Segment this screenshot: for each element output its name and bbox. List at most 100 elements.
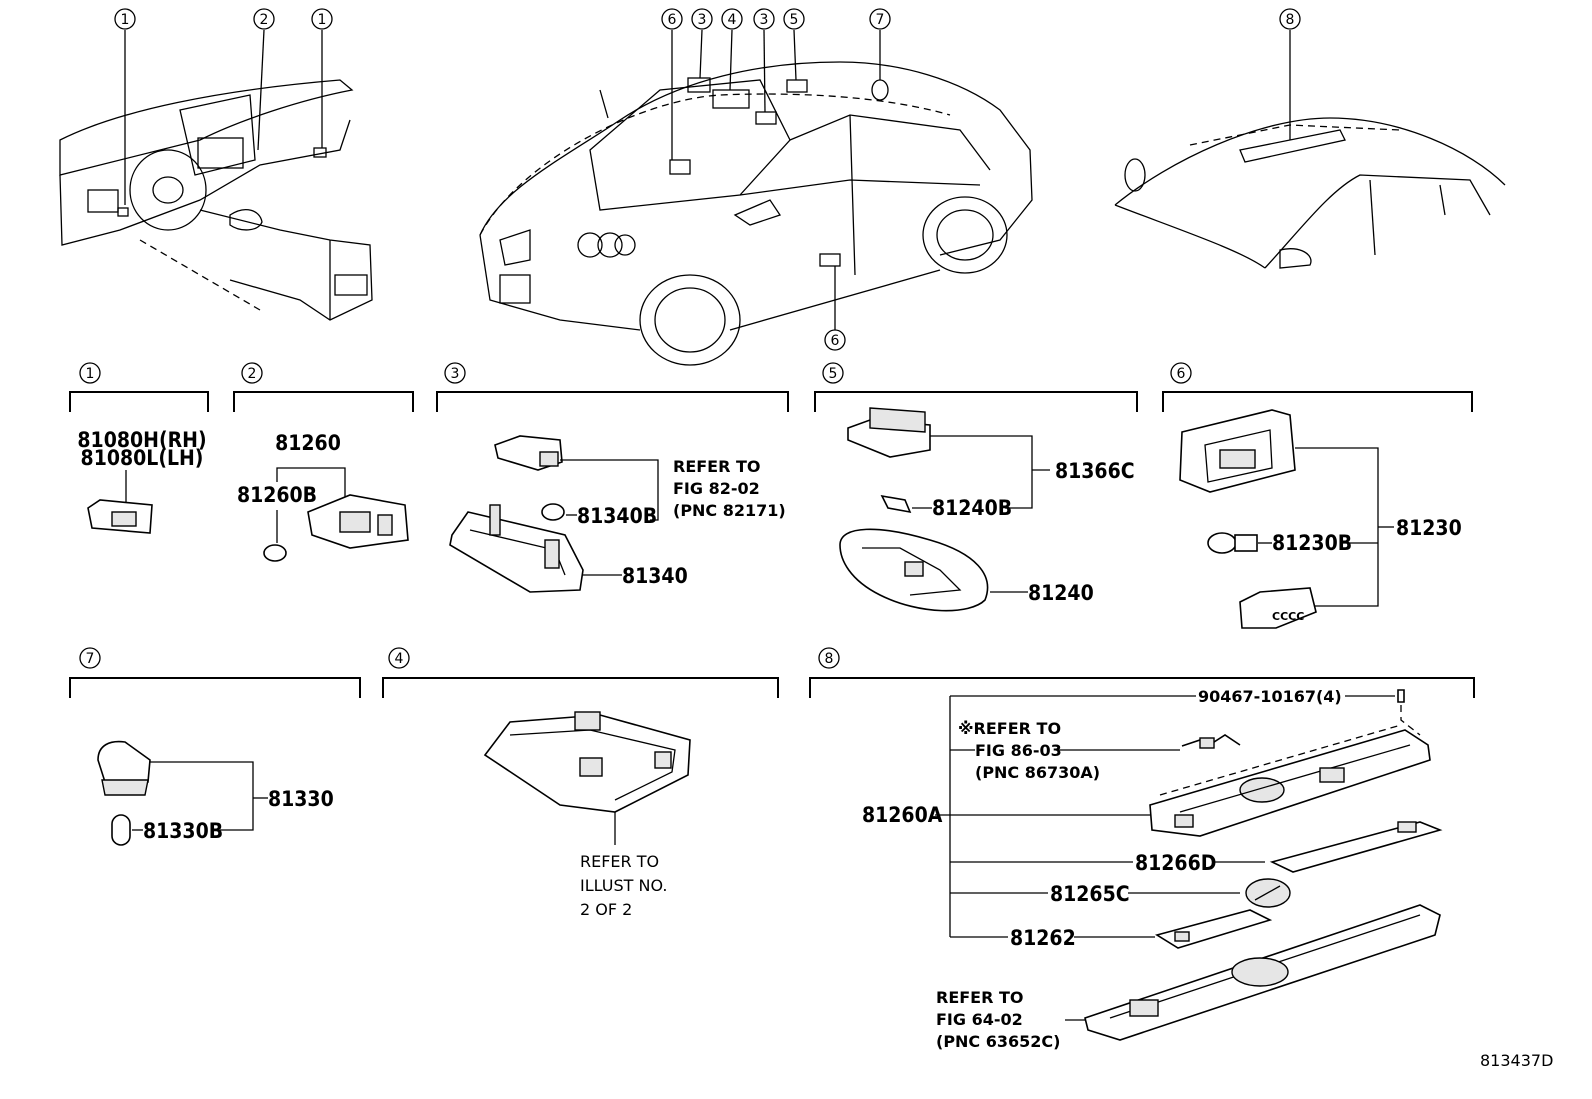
wire-harness-part: [1181, 734, 1241, 749]
lamp-housing-81240-part: [839, 528, 989, 612]
svg-text:FIG 64-02: FIG 64-02: [936, 1010, 1023, 1029]
roof-lamp-assy-81260A-part: [1149, 724, 1431, 837]
top-callouts: 1 2 1 6 3 4 3 5: [114, 8, 1301, 351]
section-5: 5 81366C 81240B 81240: [814, 362, 1138, 612]
section-2: 2 81260 81260B: [233, 362, 414, 562]
callout-5-top: 5: [783, 8, 805, 30]
section-5-bracket: [814, 391, 1138, 412]
part-81240: 81240: [1028, 581, 1094, 605]
section-5-callout: 5: [822, 362, 844, 384]
section-7: 7 81330 81330B: [69, 647, 361, 846]
svg-text:※REFER TO: ※REFER TO: [958, 719, 1061, 738]
svg-text:3: 3: [451, 366, 460, 382]
svg-text:REFER TO: REFER TO: [936, 988, 1024, 1007]
svg-text:REFER TO: REFER TO: [580, 852, 659, 871]
section-8-callout: 8: [818, 647, 840, 669]
section-7-bracket: [69, 677, 361, 698]
callout-6-door: 6: [824, 329, 846, 351]
section-1-callout: 1: [79, 362, 101, 384]
section-3: 3 81340B 81340 REFER TO FIG 82-02 (PNC 8…: [436, 362, 789, 593]
section-2-bracket: [233, 391, 414, 412]
callout-3-top-left: 3: [691, 8, 713, 30]
part-81240B: 81240B: [932, 496, 1012, 520]
svg-text:1: 1: [121, 12, 130, 28]
part-81260A: 81260A: [862, 803, 943, 827]
svg-text:6: 6: [1177, 366, 1186, 382]
section-7-callout: 7: [79, 647, 101, 669]
section-2-callout: 2: [241, 362, 263, 384]
refer-fig-86-03: ※REFER TO FIG 86-03 (PNC 86730A): [958, 719, 1100, 782]
svg-text:ILLUST NO.: ILLUST NO.: [580, 876, 667, 895]
svg-text:1: 1: [86, 366, 95, 382]
part-90467-10167: 90467-10167(4): [1198, 687, 1342, 706]
lens-81265C-part: [1245, 878, 1291, 908]
section-6: 6 81230 81230B CCCC: [1162, 362, 1473, 629]
section-4-callout: 4: [388, 647, 410, 669]
bulb-81340B-part: [541, 503, 565, 521]
refer-fig-64-02: REFER TO FIG 64-02 (PNC 63652C): [936, 988, 1060, 1051]
screw-part: [1397, 689, 1405, 703]
bulb-81330B-part: [111, 814, 131, 846]
sedan-illustration: [479, 29, 1033, 366]
part-81080H: 81080H(RH): [77, 428, 206, 452]
vanity-lamp-81366C-part: [847, 407, 931, 458]
callout-8-top: 8: [1279, 8, 1301, 30]
map-lamp-assy-part: [307, 494, 409, 549]
part-81230B: 81230B: [1272, 531, 1352, 555]
section-8-bracket: [809, 677, 1475, 698]
svg-text:4: 4: [395, 651, 404, 667]
callout-2-top: 2: [253, 8, 275, 30]
section-8: 8 90467-10167(4) ※REFER TO FIG 86-03 (PN…: [809, 647, 1475, 1051]
courtesy-lamp-81230-part: [1179, 409, 1296, 493]
svg-text:REFER TO: REFER TO: [673, 457, 761, 476]
part-81260: 81260: [275, 431, 341, 455]
section-3-callout: 3: [444, 362, 466, 384]
callout-3-top-right: 3: [753, 8, 775, 30]
room-lamp-assy-part: [483, 711, 691, 813]
door-courtesy-switch-part: [87, 499, 153, 534]
part-81340: 81340: [622, 564, 688, 588]
section-3-bracket: [436, 391, 789, 412]
callout-6-top: 6: [661, 8, 683, 30]
svg-text:CCCC: CCCC: [1272, 610, 1304, 623]
part-81230: 81230: [1396, 516, 1462, 540]
part-81330B: 81330B: [143, 819, 223, 843]
bulb-81260B-part: [263, 544, 287, 562]
callout-4-top: 4: [721, 8, 743, 30]
part-81265C: 81265C: [1050, 882, 1130, 906]
plate-81262-part: [1155, 909, 1273, 949]
svg-text:(PNC 63652C): (PNC 63652C): [936, 1032, 1060, 1051]
part-81340B: 81340B: [577, 504, 657, 528]
svg-text:5: 5: [790, 12, 799, 28]
svg-text:4: 4: [728, 12, 737, 28]
lamp-lens-81340-part: [449, 504, 584, 593]
svg-text:(PNC 82171): (PNC 82171): [673, 501, 786, 520]
svg-text:7: 7: [86, 651, 95, 667]
svg-text:6: 6: [831, 333, 840, 349]
svg-text:2: 2: [248, 366, 257, 382]
callout-7-top: 7: [869, 8, 891, 30]
bulb-81230B-part: [1207, 532, 1258, 554]
svg-text:(PNC 86730A): (PNC 86730A): [975, 763, 1100, 782]
svg-text:5: 5: [829, 366, 838, 382]
svg-text:3: 3: [760, 12, 769, 28]
svg-text:8: 8: [1286, 12, 1295, 28]
illustration-number: 813437D: [1480, 1051, 1553, 1070]
section-1: 1 81080H(RH) 81080L(LH): [69, 362, 209, 534]
roof-illustration: [1114, 30, 1506, 269]
section-4-bracket: [382, 677, 779, 698]
bulb-81240B-part: [880, 494, 912, 514]
svg-text:FIG 86-03: FIG 86-03: [975, 741, 1062, 760]
section-4: 4 REFER TO ILLUST NO. 2 OF 2: [382, 647, 779, 919]
svg-text:FIG 82-02: FIG 82-02: [673, 479, 760, 498]
svg-text:7: 7: [876, 12, 885, 28]
section-6-callout: 6: [1170, 362, 1192, 384]
svg-text:3: 3: [698, 12, 707, 28]
svg-text:2: 2: [260, 12, 269, 28]
part-81266D: 81266D: [1135, 851, 1216, 875]
lamp-lens-81230-part: CCCC: [1239, 587, 1317, 629]
svg-text:8: 8: [825, 651, 834, 667]
part-81080L: 81080L(LH): [81, 446, 204, 470]
part-81262: 81262: [1010, 926, 1076, 950]
